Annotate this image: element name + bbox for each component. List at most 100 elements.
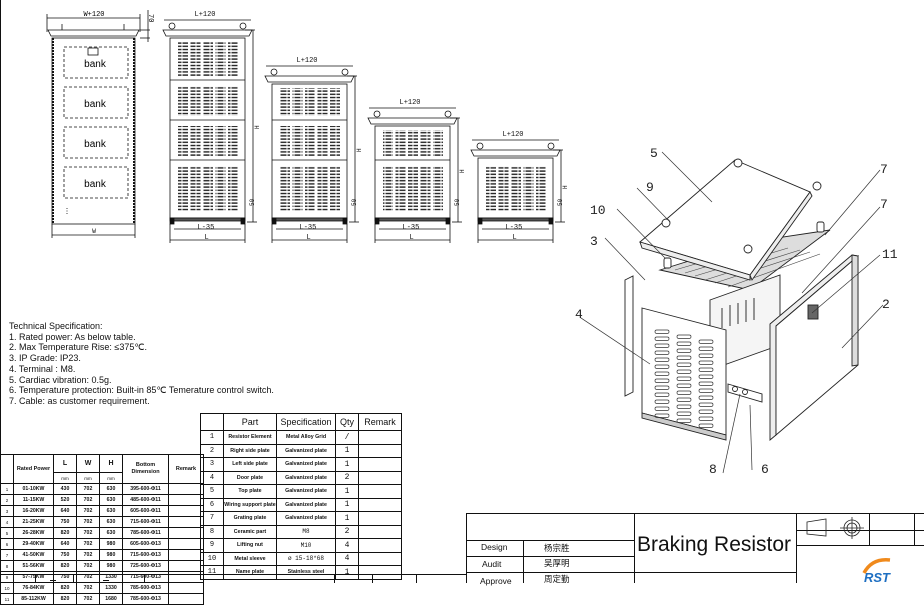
bottom-dimension-cell: 395-600-Φ11 xyxy=(122,483,169,495)
part-spec-cell: Galvanized plate xyxy=(276,470,336,485)
remark-cell xyxy=(168,483,204,495)
vent-slot xyxy=(676,341,692,346)
rated-power-cell: 11-15KW xyxy=(13,494,54,506)
width-cell: 702 xyxy=(76,494,100,506)
callout-number: 11 xyxy=(882,247,898,262)
remark-cell xyxy=(168,505,204,517)
length-cell: 430 xyxy=(53,483,77,495)
remark-cell xyxy=(168,593,204,605)
remark-cell xyxy=(168,538,204,550)
remark-cell xyxy=(168,527,204,539)
rated-power-cell: 21-25KW xyxy=(13,516,54,528)
width-cell: 702 xyxy=(76,582,100,594)
vent-slot xyxy=(676,362,692,367)
height-cell: 630 xyxy=(99,516,123,528)
rated-power-cell: 85-112KW xyxy=(13,593,54,605)
width-cell: 702 xyxy=(76,549,100,561)
height-cell: 630 xyxy=(99,494,123,506)
dim-l-minus-35: L-35 xyxy=(505,224,523,232)
vent-slot xyxy=(654,371,670,376)
dim-50: 50 xyxy=(351,198,358,206)
height-cell: 630 xyxy=(99,527,123,539)
vent-slot xyxy=(654,392,670,397)
vent-slot xyxy=(676,369,692,374)
part-no-cell: 10 xyxy=(200,551,224,566)
part-remark-cell xyxy=(358,551,402,566)
part-qty-cell: 2 xyxy=(335,470,359,485)
vent-slot xyxy=(698,395,714,400)
vent-slot xyxy=(676,334,692,339)
part-remark-cell xyxy=(358,497,402,512)
audit-label: Audit xyxy=(482,559,502,569)
part-name-cell: Left side plate xyxy=(223,457,277,472)
vent-slot xyxy=(698,423,714,428)
part-name-cell: Name plate xyxy=(223,565,277,580)
part-qty-cell: 1 xyxy=(335,497,359,512)
part-remark-cell xyxy=(358,484,402,499)
remark-cell xyxy=(168,582,204,594)
part-remark-cell xyxy=(358,565,402,580)
logo-text: RST xyxy=(864,570,891,583)
width-cell: 702 xyxy=(76,516,100,528)
part-qty-cell: / xyxy=(335,430,359,445)
remark-cell xyxy=(168,494,204,506)
part-remark-cell xyxy=(358,524,402,539)
side-view xyxy=(46,10,150,238)
vent-slot xyxy=(654,336,670,341)
spec-item: 4. Terminal : M8. xyxy=(9,363,76,374)
col-rated-power: Rated Power xyxy=(13,454,54,484)
vent-slot xyxy=(698,346,714,351)
spec-heading: Technical Specification: xyxy=(9,321,103,331)
part-name-cell: Metal sleeve xyxy=(223,551,277,566)
part-no-cell: 8 xyxy=(200,524,224,539)
part-no-cell: 7 xyxy=(200,511,224,526)
left-side-plate xyxy=(624,275,634,397)
dim-h: H xyxy=(459,169,466,173)
unit-h: mm xyxy=(99,472,123,484)
width-cell: 702 xyxy=(76,505,100,517)
right-side-plate xyxy=(775,255,859,436)
rated-power-cell: 01-10KW xyxy=(13,483,54,495)
callout-number: 10 xyxy=(590,203,606,218)
vent-slot xyxy=(698,402,714,407)
spec-item: 1. Rated power: As below table. xyxy=(9,331,136,342)
bottom-dimension-cell: 785-600-Φ13 xyxy=(122,582,169,594)
unit-w: mm xyxy=(76,472,100,484)
dim-50: 50 xyxy=(454,198,461,206)
part-remark-cell xyxy=(358,511,402,526)
col-remark: Remark xyxy=(168,454,204,484)
rated-power-cell: 41-50KW xyxy=(13,549,54,561)
vent-slot xyxy=(698,360,714,365)
vent-slot xyxy=(654,413,670,418)
vent-slot xyxy=(698,374,714,379)
row-no-cell: 7 xyxy=(0,549,14,561)
spec-item: 7. Cable: as customer requirement. xyxy=(9,395,150,406)
orthographic-views: W+120 70 W bank bank bank bank xyxy=(46,10,565,243)
rated-power-cell: 51-56KW xyxy=(13,560,54,572)
remark-cell xyxy=(168,549,204,561)
part-qty-cell: 1 xyxy=(335,457,359,472)
vent-slot xyxy=(698,367,714,372)
length-cell: 820 xyxy=(53,582,77,594)
drawing-title: Braking Resistor xyxy=(637,533,792,556)
row-no-cell: 5 xyxy=(0,527,14,539)
row-no-cell: 1 xyxy=(0,483,14,495)
dim-l: L xyxy=(204,234,209,242)
vent-slot xyxy=(654,329,670,334)
dim-w-plus-120: W+120 xyxy=(83,11,104,19)
vent-slot xyxy=(698,381,714,386)
bottom-dimension-cell: 605-600-Φ13 xyxy=(122,538,169,550)
dim-h: H xyxy=(254,125,261,129)
rst-logo: RST xyxy=(862,558,891,583)
dim-l-plus-120: L+120 xyxy=(399,99,421,107)
